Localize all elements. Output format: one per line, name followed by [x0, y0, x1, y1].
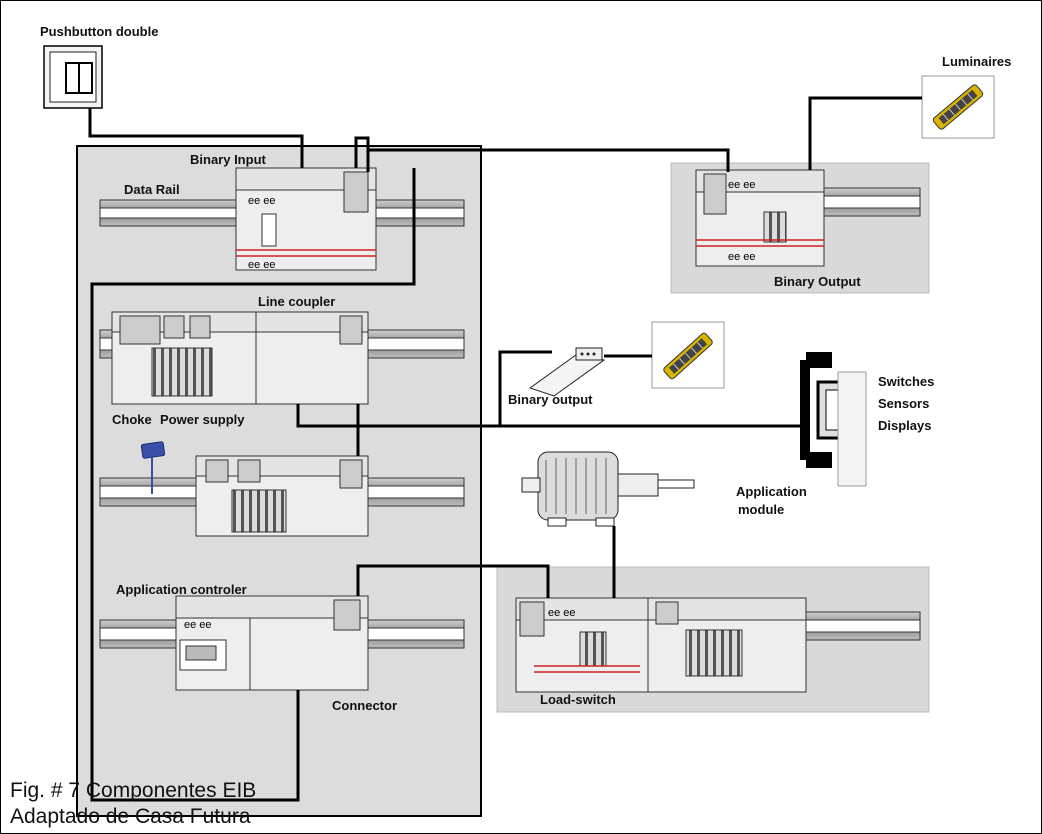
- motor-icon: [522, 452, 694, 526]
- binary-input-device: ee ee ee ee: [236, 168, 376, 271]
- luminaires-label: Luminaires: [942, 54, 1011, 69]
- load-switch-device: ee ee: [516, 598, 806, 692]
- displays-label: Displays: [878, 418, 931, 433]
- binary-output-small-icon: [530, 348, 604, 396]
- application-module-label-line2: module: [738, 502, 784, 517]
- svg-text:ee ee: ee ee: [184, 619, 212, 631]
- connector-label: Connector: [332, 698, 397, 713]
- svg-text:ee ee: ee ee: [248, 259, 276, 271]
- data-rail-label: Data Rail: [124, 182, 180, 197]
- binary-output-small-label: Binary output: [508, 392, 593, 407]
- svg-text:ee ee: ee ee: [248, 195, 276, 207]
- load-switch-label: Load-switch: [540, 692, 616, 707]
- data-rail: [800, 612, 920, 640]
- luminaire-icon: [922, 76, 994, 138]
- choke-label: Choke: [112, 412, 152, 427]
- svg-text:ee ee: ee ee: [728, 251, 756, 263]
- svg-text:ee ee: ee ee: [728, 179, 756, 191]
- line-device: [196, 456, 368, 536]
- data-rail: [820, 188, 920, 216]
- line-coupler-label: Line coupler: [258, 294, 335, 309]
- application-module-label-line1: Application: [736, 484, 807, 499]
- sensors-label: Sensors: [878, 396, 929, 411]
- switches-label: Switches: [878, 374, 934, 389]
- power-supply-label: Power supply: [160, 412, 245, 427]
- line-coupler-power-supply-device: [112, 312, 368, 404]
- svg-text:ee ee: ee ee: [548, 607, 576, 619]
- pushbutton-double-label: Pushbutton double: [40, 24, 158, 39]
- binary-output-top-label: Binary Output: [774, 274, 861, 289]
- binary-output-device: ee ee ee ee: [696, 170, 824, 266]
- application-controler-label: Application controler: [116, 582, 247, 597]
- binary-input-label: Binary Input: [190, 152, 267, 167]
- figure-caption-line1: Fig. # 7 Componentes EIB: [10, 778, 256, 804]
- luminaire-icon: [652, 322, 724, 388]
- figure-caption-line2: Adaptado de Casa Futura: [10, 804, 251, 830]
- application-module-icon: [800, 352, 866, 486]
- application-controler-device: ee ee: [176, 596, 368, 690]
- pushbutton-double-icon: [44, 46, 102, 108]
